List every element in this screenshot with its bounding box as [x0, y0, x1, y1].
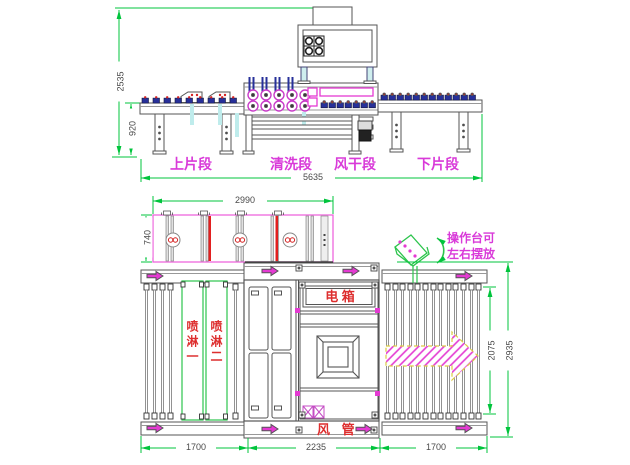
dim-tank-length: 2990 — [223, 196, 267, 205]
washer-body-side — [235, 77, 379, 155]
swing-arrow-icon — [436, 237, 446, 264]
roller-bearing-icons — [380, 92, 476, 101]
dim-roller-width: 2075 — [487, 330, 497, 371]
section-label-drying: 风干段 — [334, 156, 376, 172]
dim-total-height: 2535 — [116, 61, 126, 102]
indicator-cluster-icon — [303, 35, 325, 57]
spray-zone-strips — [181, 280, 228, 421]
section-label-loading: 上片段 — [170, 156, 212, 172]
flow-direction-arrow — [385, 330, 479, 382]
exhaust-fan-icons — [302, 405, 325, 419]
outfeed-conveyor-plan — [381, 269, 488, 436]
washer-cabinet-plan — [243, 262, 380, 439]
fan-icon — [316, 335, 360, 379]
water-tank-plan — [152, 210, 334, 264]
control-box-side — [297, 6, 378, 84]
elevation-view — [112, 6, 483, 182]
dim-infeed-length: 1700 — [176, 443, 216, 452]
roller-bearing-icons — [141, 95, 237, 104]
dim-conveyor-height: 920 — [128, 108, 138, 149]
dim-total-length: 5635 — [291, 173, 335, 182]
infeed-conveyor-side — [139, 91, 245, 155]
air-knife — [307, 87, 374, 107]
infeed-conveyor-plan — [140, 269, 249, 436]
electric-box-plan — [299, 281, 379, 420]
air-duct-label: 风 管 — [317, 422, 359, 437]
section-label-washing: 清洗段 — [270, 156, 312, 172]
cabinet-doors — [248, 286, 292, 419]
dim-washer-length: 2235 — [296, 443, 336, 452]
outfeed-conveyor-side — [377, 92, 483, 153]
operator-console-plan — [394, 234, 446, 283]
dim-outfeed-length: 1700 — [416, 443, 456, 452]
blower-motor-icon — [357, 120, 373, 142]
brush-pipes — [248, 77, 294, 94]
plan-view — [140, 196, 513, 453]
dim-total-width: 2935 — [505, 330, 515, 371]
console-note-line1: 操作台可 — [447, 231, 496, 245]
dim-tank-width: 740 — [143, 217, 153, 258]
section-label-unloading: 下片段 — [417, 156, 459, 172]
console-note-line2: 左右摆放 — [447, 247, 496, 261]
electric-box-label: 电 箱 — [325, 289, 355, 304]
spray-zone-1-label: 喷淋一 — [185, 320, 199, 365]
spray-zone-2-label: 喷淋二 — [209, 320, 223, 365]
